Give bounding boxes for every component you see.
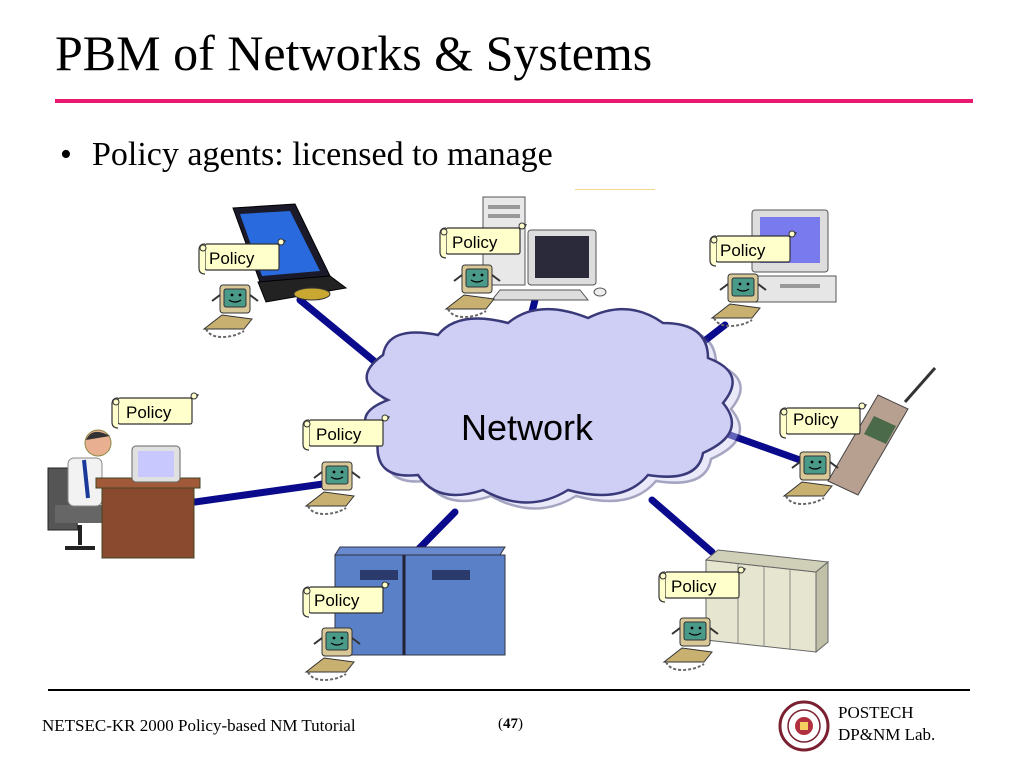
org-line-2: DP&NM Lab. (838, 725, 936, 744)
policy-agent-icon (711, 273, 767, 327)
link-phone (726, 431, 804, 464)
org-line-1: POSTECH (838, 703, 914, 722)
policy-agent-icon (203, 284, 259, 338)
network-cloud: Network (363, 307, 742, 510)
footer-divider (48, 689, 970, 691)
bullet-item: • Policy agents: licensed to manage (60, 136, 553, 174)
title-underline (55, 99, 973, 103)
equipment-rack-icon (704, 549, 830, 654)
org-name: POSTECH DP&NM Lab. (838, 702, 935, 746)
policy-agent-icon (445, 264, 501, 318)
highlight-mark (575, 189, 655, 190)
policy-label: Policy (671, 577, 717, 596)
policy-agent-icon (663, 617, 719, 671)
link-laptop (296, 296, 389, 374)
bullet-text: Policy agents: licensed to manage (92, 136, 553, 173)
policy-label: Policy (720, 241, 766, 260)
policy-label: Policy (314, 591, 360, 610)
policy-label: Policy (126, 403, 172, 422)
policy-label: Policy (793, 410, 839, 429)
footer-course: NETSEC-KR 2000 Policy-based NM Tutorial (42, 716, 356, 735)
policy-label: Policy (316, 425, 362, 444)
person-at-desk-icon (47, 429, 201, 559)
network-label: Network (461, 407, 594, 448)
page-number: (47) (498, 716, 523, 732)
cell-phone-icon (827, 367, 937, 496)
policy-label: Policy (209, 249, 255, 268)
link-rack (648, 496, 716, 556)
policy-label: Policy (452, 233, 498, 252)
policy-agent-icon (305, 627, 361, 681)
postech-seal-icon (778, 700, 830, 752)
link-manager (191, 479, 334, 506)
bullet-dot: • (60, 136, 72, 173)
slide-title: PBM of Networks & Systems (55, 25, 653, 81)
